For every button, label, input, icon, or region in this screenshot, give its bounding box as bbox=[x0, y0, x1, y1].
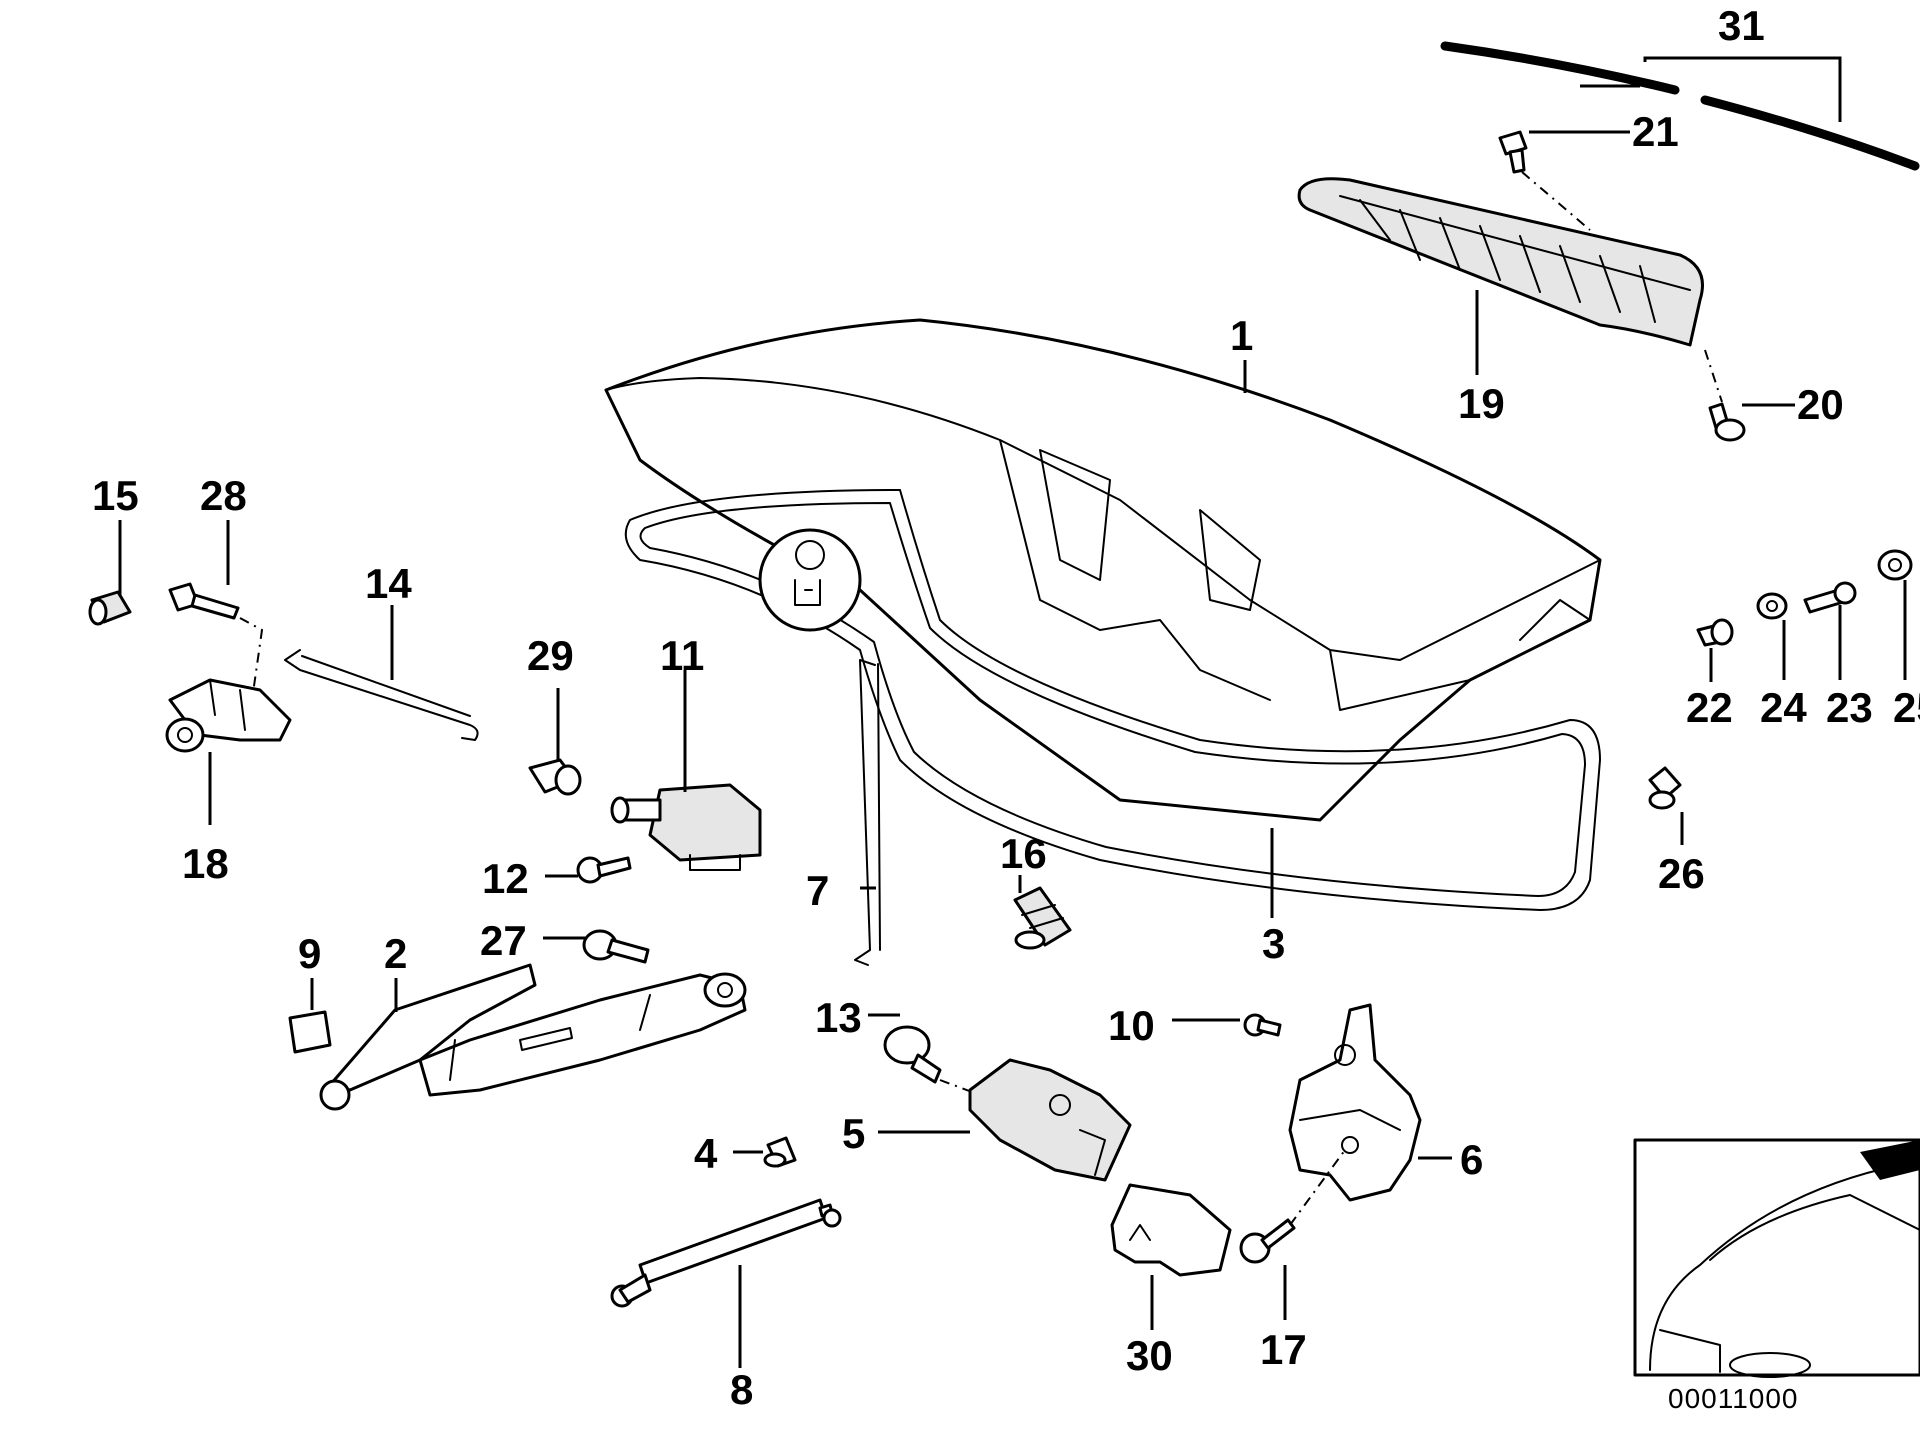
part-18-bracket bbox=[165, 678, 292, 753]
part-11-switch bbox=[610, 783, 762, 871]
part-29-grommet bbox=[528, 758, 582, 796]
callout-31: 31 bbox=[1718, 2, 1765, 49]
part-19-brake-light bbox=[1297, 177, 1704, 347]
callout-labels: 31 21 19 20 1 22 24 23 25 26 3 15 28 14 … bbox=[92, 2, 1920, 1414]
part-22-clip bbox=[1696, 618, 1734, 647]
callout-3: 3 bbox=[1262, 920, 1285, 967]
part-3-seal bbox=[624, 489, 1601, 911]
callout-27: 27 bbox=[480, 917, 527, 964]
part-4-nut bbox=[763, 1136, 797, 1168]
callout-8: 8 bbox=[730, 1366, 753, 1413]
part-17-screw bbox=[1239, 1149, 1346, 1264]
callout-13: 13 bbox=[815, 994, 862, 1041]
callout-7: 7 bbox=[806, 867, 829, 914]
callout-21: 21 bbox=[1632, 108, 1679, 155]
seal-clip-detail bbox=[758, 528, 862, 632]
callout-14: 14 bbox=[365, 560, 412, 607]
part-30-pad bbox=[1110, 1183, 1232, 1277]
part-5-striker bbox=[968, 1058, 1132, 1182]
callout-6: 6 bbox=[1460, 1136, 1483, 1183]
part-2-hinge bbox=[319, 963, 747, 1111]
callout-16: 16 bbox=[1000, 830, 1047, 877]
part-27-bolt bbox=[582, 929, 650, 964]
callout-30: 30 bbox=[1126, 1332, 1173, 1379]
leader-lines bbox=[118, 56, 1907, 1368]
callout-11: 11 bbox=[660, 632, 704, 679]
callout-28: 28 bbox=[200, 472, 247, 519]
part-23-bolt bbox=[1803, 581, 1857, 614]
callout-23: 23 bbox=[1826, 684, 1873, 731]
diagram-reference-code: 00011000 bbox=[1668, 1383, 1799, 1414]
callout-29: 29 bbox=[527, 632, 574, 679]
callout-20: 20 bbox=[1797, 381, 1844, 428]
part-16-bump-stop bbox=[1013, 886, 1072, 950]
callout-15: 15 bbox=[92, 472, 139, 519]
part-10-screw bbox=[1243, 1013, 1282, 1037]
car-thumbnail bbox=[1633, 1138, 1920, 1378]
callout-5: 5 bbox=[842, 1110, 865, 1157]
callout-2: 2 bbox=[384, 930, 407, 977]
part-28-bolt bbox=[168, 582, 264, 701]
callout-26: 26 bbox=[1658, 850, 1705, 897]
part-7-rod bbox=[854, 659, 881, 966]
part-12-screw bbox=[576, 856, 632, 884]
callout-18: 18 bbox=[182, 840, 229, 887]
callout-22: 22 bbox=[1686, 684, 1733, 731]
part-25-nut bbox=[1877, 549, 1913, 581]
part-20-screw bbox=[1708, 402, 1746, 442]
callout-4: 4 bbox=[694, 1130, 718, 1177]
part-13-bolt bbox=[883, 1025, 1021, 1111]
part-21-clip bbox=[1498, 130, 1528, 174]
callout-1: 1 bbox=[1230, 312, 1253, 359]
part-14-rod bbox=[284, 649, 479, 741]
part-31-trim-strip bbox=[1440, 41, 1920, 171]
part-6-latch bbox=[1288, 1003, 1422, 1202]
callout-12: 12 bbox=[482, 855, 529, 902]
part-24-washer bbox=[1756, 592, 1788, 620]
part-26-clip bbox=[1648, 766, 1682, 810]
callout-9: 9 bbox=[298, 930, 321, 977]
part-15-plug bbox=[88, 590, 132, 626]
part-8-gas-strut bbox=[610, 1198, 842, 1308]
callout-19: 19 bbox=[1458, 380, 1505, 427]
part-9-cap bbox=[288, 1010, 332, 1054]
callout-24: 24 bbox=[1760, 684, 1807, 731]
callout-17: 17 bbox=[1260, 1326, 1307, 1373]
callout-25: 25 bbox=[1893, 684, 1920, 731]
callout-10: 10 bbox=[1108, 1002, 1155, 1049]
